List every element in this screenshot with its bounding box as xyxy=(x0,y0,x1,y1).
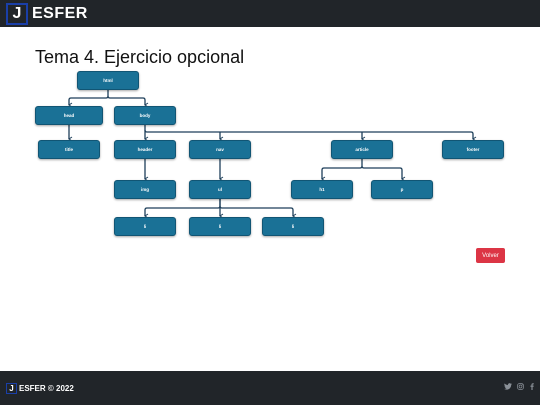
node-label: li xyxy=(291,224,295,229)
connector-html xyxy=(68,90,109,108)
brand-name: ESFER xyxy=(32,5,88,22)
node-label: article xyxy=(355,147,369,152)
twitter-icon[interactable] xyxy=(504,383,512,390)
brand-logo[interactable]: J ESFER xyxy=(6,3,88,25)
node-label: p xyxy=(400,187,404,192)
node-header: header xyxy=(114,140,176,159)
node-footer: footer xyxy=(442,140,504,159)
node-label: title xyxy=(64,147,73,152)
node-label: footer xyxy=(466,147,480,152)
node-h1: h1 xyxy=(291,180,353,199)
node-body: body xyxy=(114,106,176,125)
node-label: nav xyxy=(216,147,224,152)
node-label: li xyxy=(218,224,222,229)
footer: J ESFER © 2022 xyxy=(0,371,540,405)
node-head: head xyxy=(35,106,103,125)
node-html: html xyxy=(77,71,139,90)
top-navbar: J ESFER xyxy=(0,0,540,27)
node-label: head xyxy=(63,113,75,118)
node-li-3: li xyxy=(262,217,324,236)
node-label: li xyxy=(143,224,147,229)
node-li-2: li xyxy=(189,217,251,236)
logo-box: J xyxy=(6,3,28,25)
node-article: article xyxy=(331,140,393,159)
node-label: html xyxy=(103,78,113,83)
node-label: header xyxy=(137,147,153,152)
back-button[interactable]: Volver xyxy=(476,248,505,263)
node-li-1: li xyxy=(114,217,176,236)
node-nav: nav xyxy=(189,140,251,159)
footer-logo-box: J xyxy=(6,383,17,394)
page-title: Tema 4. Ejercicio opcional xyxy=(35,47,245,67)
connector-ul xyxy=(144,199,221,219)
node-label: body xyxy=(139,113,151,118)
logo-letter: J xyxy=(12,5,22,22)
node-img: img xyxy=(114,180,176,199)
facebook-icon[interactable] xyxy=(530,383,534,390)
node-label: h1 xyxy=(319,187,325,192)
footer-brand[interactable]: J ESFER © 2022 xyxy=(6,383,74,394)
footer-copyright: ESFER © 2022 xyxy=(19,384,74,393)
node-ul: ul xyxy=(189,180,251,199)
node-p: p xyxy=(371,180,433,199)
node-title: title xyxy=(38,140,100,159)
node-label: img xyxy=(140,187,149,192)
connector-body xyxy=(144,125,477,142)
footer-logo-letter: J xyxy=(9,383,14,393)
connector-article xyxy=(321,159,363,182)
node-label: ul xyxy=(218,187,222,192)
instagram-icon[interactable] xyxy=(517,383,524,390)
